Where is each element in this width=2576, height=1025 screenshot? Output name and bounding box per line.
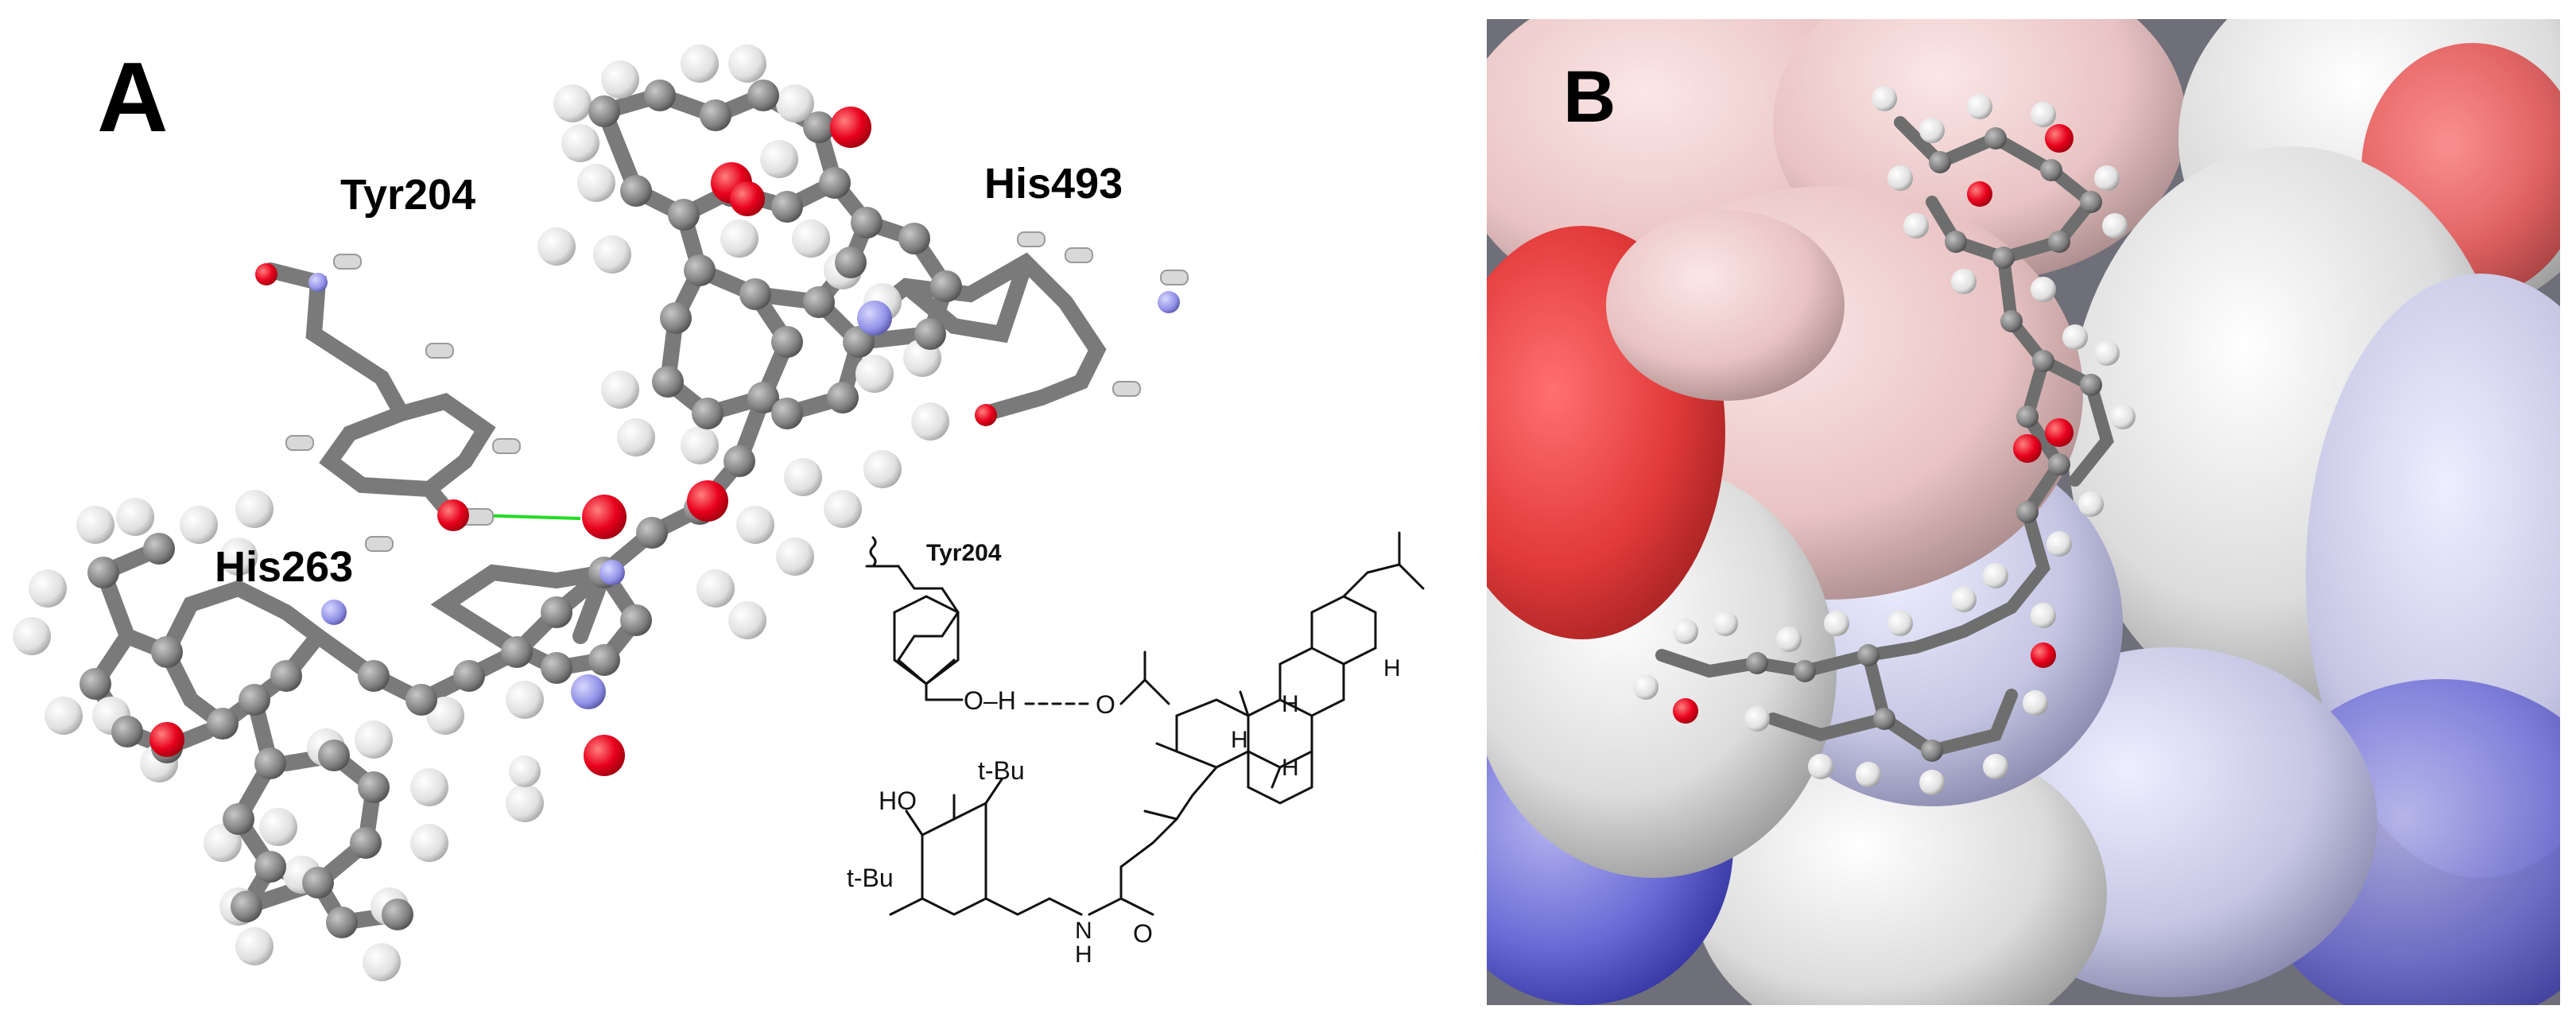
structure-label-tyr204: Tyr204 (926, 540, 1002, 566)
atoms (13, 45, 1189, 981)
structure-label-o-amide: O (1133, 919, 1153, 948)
structure-label-h2: H (1282, 691, 1299, 717)
structure-label-n: N (1075, 918, 1092, 944)
structure-label-h1: H (1383, 655, 1401, 681)
structure-label-tbu-left: t-Bu (847, 864, 894, 892)
structure-label-o: O (1096, 690, 1115, 719)
structure-label-h4: H (1282, 755, 1299, 781)
residue-label-tyr204: Tyr204 (340, 171, 476, 219)
ligand-ball-and-stick (1633, 86, 2136, 795)
hydrogen-bond-line (476, 514, 581, 520)
chemical-structure-2d (865, 531, 1425, 916)
structure-label-ho: HO (879, 786, 917, 815)
structure-label-oh: O–H (964, 686, 1016, 715)
panel-letter-b: B (1563, 56, 1616, 138)
panel-a: Tyr204 O–H O H H H H HO t-Bu t-Bu N H O … (13, 43, 1425, 981)
panel-b: B (1487, 19, 2560, 1005)
structure-label-h3: H (1231, 727, 1248, 753)
structure-label-tbu-top: t-Bu (978, 756, 1025, 785)
structure-label-nh-h: H (1075, 942, 1092, 968)
electrostatic-surface (1487, 19, 2560, 1005)
docking-pose-3d: Tyr204 O–H O H H H H HO t-Bu t-Bu N H O (13, 45, 1425, 981)
residue-label-his263: His263 (215, 543, 354, 591)
panel-letter-a: A (97, 43, 169, 153)
residue-label-his493: His493 (984, 160, 1123, 208)
